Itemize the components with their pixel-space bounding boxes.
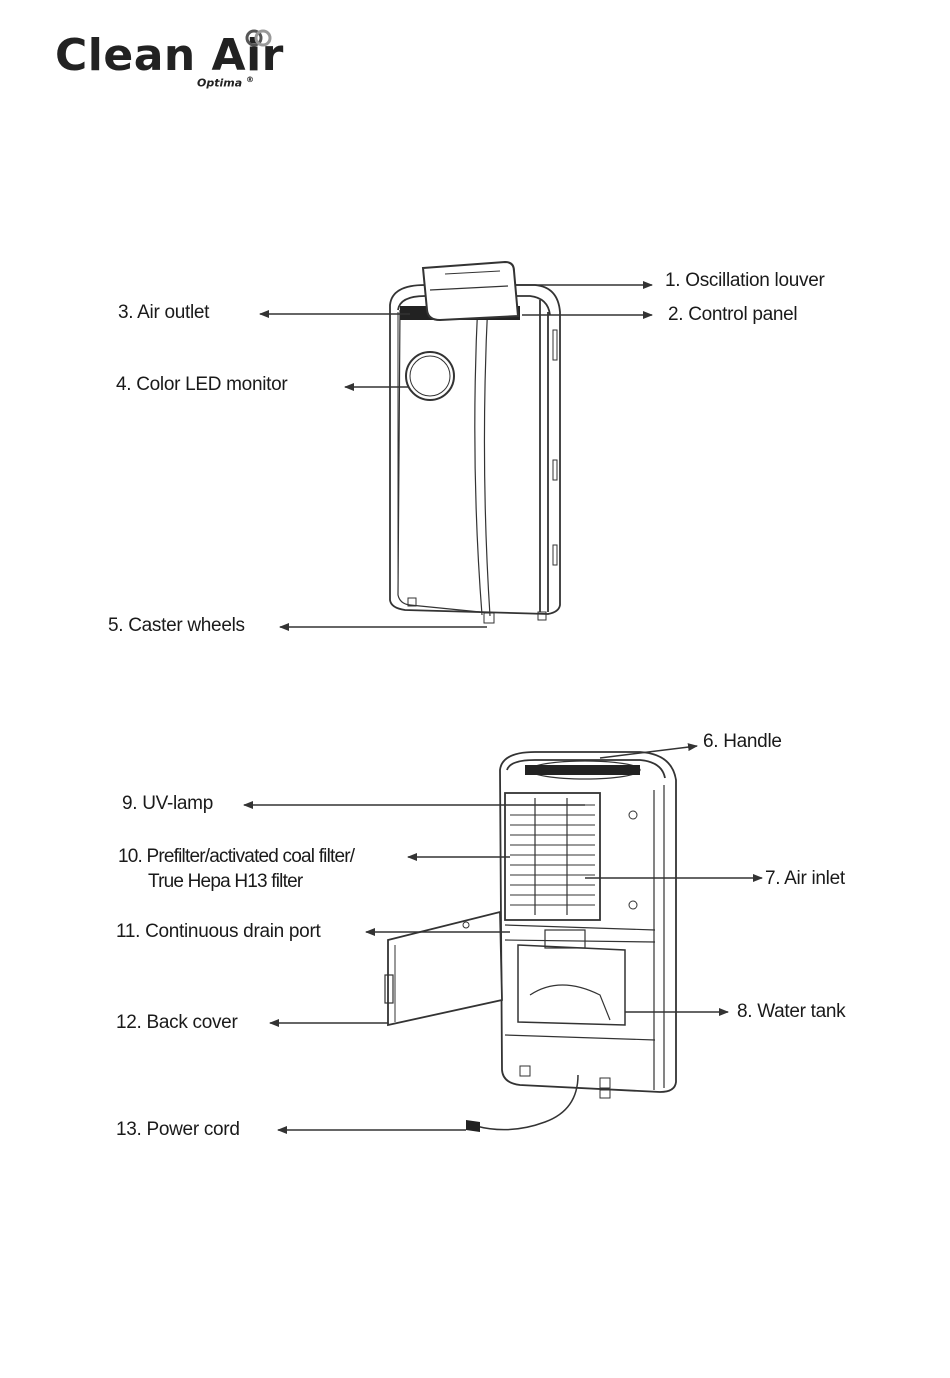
label-control-panel: 2. Control panel	[668, 304, 797, 326]
label-power-cord: 13. Power cord	[116, 1119, 240, 1141]
label-handle: 6. Handle	[703, 731, 782, 753]
label-continuous-drain-port: 11. Continuous drain port	[116, 921, 320, 943]
label-filter-line2: True Hepa H13 filter	[148, 871, 302, 893]
label-water-tank: 8. Water tank	[737, 1001, 845, 1023]
label-back-cover: 12. Back cover	[116, 1012, 237, 1034]
front-view-unit	[390, 262, 560, 623]
label-uv-lamp: 9. UV-lamp	[122, 793, 213, 815]
label-air-outlet: 3. Air outlet	[118, 302, 209, 324]
label-color-led-monitor: 4. Color LED monitor	[116, 374, 287, 396]
label-caster-wheels: 5. Caster wheels	[108, 615, 245, 637]
label-air-inlet: 7. Air inlet	[765, 868, 845, 890]
label-oscillation-louver: 1. Oscillation louver	[665, 270, 825, 292]
back-view-unit	[385, 752, 676, 1132]
label-filter-line1: 10. Prefilter/activated coal filter/	[118, 846, 354, 868]
